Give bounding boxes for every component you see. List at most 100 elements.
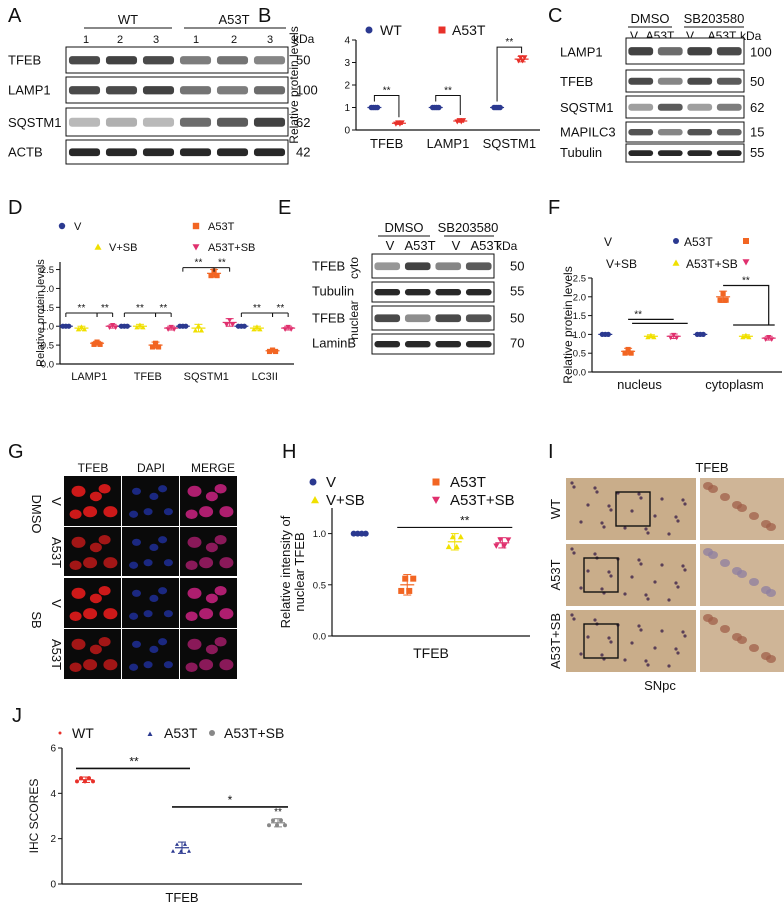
lane-label: 3 (267, 34, 273, 46)
lane-label: 2 (231, 34, 237, 46)
blot-band (68, 86, 101, 95)
column-label: DAPI (137, 461, 165, 475)
cell-nucleus (69, 509, 82, 520)
row-label: A53T (548, 559, 563, 590)
blot-band (716, 129, 742, 136)
data-point (140, 324, 146, 330)
data-point (668, 335, 674, 341)
cell-nucleus (163, 610, 173, 618)
data-point (645, 334, 651, 340)
blot-band (68, 117, 101, 127)
ihc-cell (766, 589, 776, 597)
micrograph-bg (180, 527, 237, 577)
x-category-label: TFEB (370, 136, 403, 151)
sig-label: ** (136, 303, 144, 314)
data-point (406, 587, 413, 594)
y-tick-label: 0.5 (573, 349, 586, 360)
blot-band (657, 47, 683, 56)
cell-nucleus (71, 638, 86, 650)
blot-band (105, 117, 138, 127)
panel-letter-D: D (8, 197, 22, 219)
row-label: V (49, 599, 64, 608)
y-axis-label-2: nuclear TFEB (292, 532, 307, 611)
blot-band (216, 56, 249, 65)
blot-MAPILC3 (625, 121, 745, 143)
micrograph-bg (64, 578, 121, 628)
data-point (497, 104, 503, 111)
data-point (171, 849, 175, 853)
blot-band (105, 148, 138, 157)
blot-frame (65, 46, 289, 74)
micrograph-bg (122, 527, 179, 577)
cell-nucleus (158, 485, 168, 493)
column-label: TFEB (78, 461, 109, 475)
sig-label: ** (129, 754, 139, 768)
data-point (78, 324, 85, 330)
cell-nucleus (83, 608, 98, 620)
kda-label: 100 (750, 45, 772, 60)
kda-label: 62 (296, 115, 310, 130)
legend-marker (311, 496, 319, 504)
cell-nucleus (199, 608, 214, 620)
lane-label: A53T (404, 238, 435, 253)
ihc-cell (579, 520, 583, 524)
y-tick-label: 0.0 (573, 368, 586, 379)
data-point (279, 818, 283, 823)
y-tick-label: 0.5 (313, 580, 326, 591)
legend-marker (365, 26, 373, 34)
micrograph-tile (180, 578, 237, 628)
cell-nucleus (83, 506, 98, 518)
data-point (282, 327, 288, 332)
blot-band (435, 341, 462, 348)
y-axis-label: Relative intensity of (278, 515, 293, 628)
cell-nucleus (185, 509, 198, 520)
lane-label: 3 (153, 34, 159, 46)
blot-band (657, 129, 683, 136)
data-point (183, 842, 187, 846)
blot-band (687, 129, 713, 136)
blot-band (465, 289, 492, 296)
cell-nucleus (219, 506, 234, 518)
cell-nucleus (132, 589, 141, 597)
row-label: A53T (49, 639, 64, 670)
cell-nucleus (158, 587, 168, 595)
sig-label: ** (634, 309, 642, 320)
blot-band (628, 77, 654, 85)
panel-letter-F: F (548, 197, 560, 219)
cell-nucleus (98, 636, 111, 647)
lane-label: 1 (83, 34, 89, 46)
data-point (208, 273, 214, 279)
ihc-cell (639, 562, 643, 566)
cell-nucleus (89, 593, 102, 604)
x-category-label: TFEB (413, 645, 449, 661)
data-point (149, 344, 156, 350)
y-tick-label: 2.5 (41, 265, 54, 276)
data-point (230, 322, 236, 328)
data-point (187, 849, 191, 853)
y-tick-label: 0 (344, 126, 350, 137)
ihc-cell (637, 558, 641, 562)
ihc-cell (586, 569, 590, 573)
blot-band (628, 150, 654, 157)
fraction-label: nuclear (347, 300, 361, 339)
ihc-cell (749, 644, 759, 652)
blot-band (179, 86, 212, 95)
cell-nucleus (143, 508, 153, 516)
blot-band (465, 341, 492, 348)
lane-label: 2 (117, 34, 123, 46)
micrograph-bg (180, 578, 237, 628)
group-label: SB203580 (684, 11, 745, 26)
ihc-cell (667, 598, 671, 602)
legend-label: A53T (450, 474, 486, 491)
legend-marker (743, 238, 749, 244)
kda-label: 55 (750, 145, 764, 160)
unit-label: kDa (740, 29, 762, 43)
blot-band (657, 77, 683, 85)
cell-nucleus (149, 543, 159, 552)
cell-nucleus (103, 608, 118, 620)
ihc-cell (602, 525, 606, 529)
blot-label: TFEB (312, 310, 345, 325)
blot-band (465, 314, 492, 323)
